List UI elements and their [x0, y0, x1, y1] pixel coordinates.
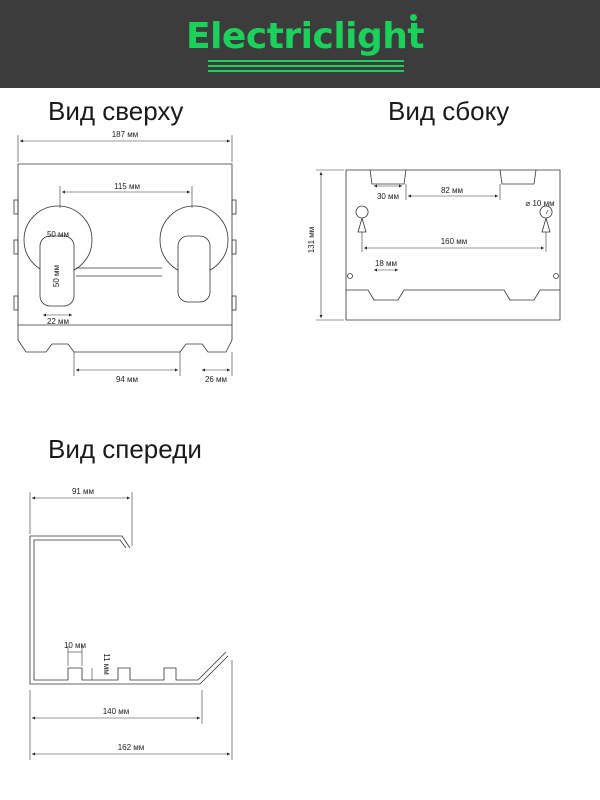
left-slot	[39, 235, 75, 307]
dim-top-slot-len: 50 мм	[52, 265, 61, 287]
dim-side-notch: 30 мм	[377, 192, 399, 201]
dim-side-hole-dia: ⌀ 10 мм	[525, 199, 554, 208]
dim-top-tab: 26 мм	[205, 375, 227, 384]
dim-front-inner: 140 мм	[103, 707, 130, 716]
top-side-tab	[13, 199, 19, 215]
dim-front-top: 91 мм	[72, 487, 94, 496]
dim-front-total: 162 мм	[118, 743, 145, 752]
top-side-tab	[13, 239, 19, 255]
header-bar: Electriclight	[0, 0, 600, 88]
top-view-dimensions	[17, 135, 233, 376]
dim-dia-leader	[545, 209, 549, 215]
top-side-tab	[231, 199, 237, 215]
side-view-drawing	[345, 169, 561, 321]
brand-logo: Electriclight	[178, 14, 425, 72]
dim-side-height: 131 мм	[307, 227, 316, 254]
front-view-title: Вид спереди	[48, 434, 202, 464]
logo-stripe	[208, 60, 404, 62]
top-side-tab	[231, 295, 237, 311]
dim-top-hole-spacing: 115 мм	[114, 182, 140, 191]
side-hole	[347, 273, 353, 279]
dim-side-small: 18 мм	[375, 259, 397, 268]
top-side-tab	[231, 239, 237, 255]
dim-front-notch-h: 11 мм	[102, 653, 111, 675]
dim-top-width: 187 мм	[112, 130, 139, 139]
logo-stripe	[208, 70, 404, 72]
dim-top-ring: 50 мм	[47, 230, 69, 239]
side-plate-outline	[345, 169, 561, 321]
brand-logo-dot	[410, 14, 417, 21]
side-keyhole-right	[539, 205, 553, 233]
logo-stripe	[208, 65, 404, 67]
side-hole	[553, 273, 559, 279]
dim-front-notch-w: 10 мм	[64, 641, 86, 650]
front-profile-outer	[29, 535, 229, 685]
brand-logo-text: Electriclight	[186, 16, 425, 57]
side-bottom-profile	[346, 289, 560, 301]
side-view-dimensions	[316, 169, 549, 321]
dim-top-base-span: 94 мм	[116, 375, 138, 384]
top-view-drawing	[13, 163, 237, 353]
dim-side-holes-span: 160 мм	[441, 237, 468, 246]
front-profile-inner	[33, 539, 227, 681]
right-slot	[177, 235, 211, 303]
front-view-dimensions	[29, 492, 233, 760]
dim-top-slot-w: 22 мм	[47, 317, 69, 326]
top-side-tab	[13, 295, 19, 311]
dim-side-gap: 82 мм	[441, 186, 463, 195]
side-keyhole-left	[355, 205, 369, 233]
front-view-drawing	[29, 535, 229, 685]
side-view-title: Вид сбоку	[388, 96, 510, 126]
side-top-notches	[369, 169, 537, 185]
top-view-title: Вид сверху	[48, 96, 184, 126]
